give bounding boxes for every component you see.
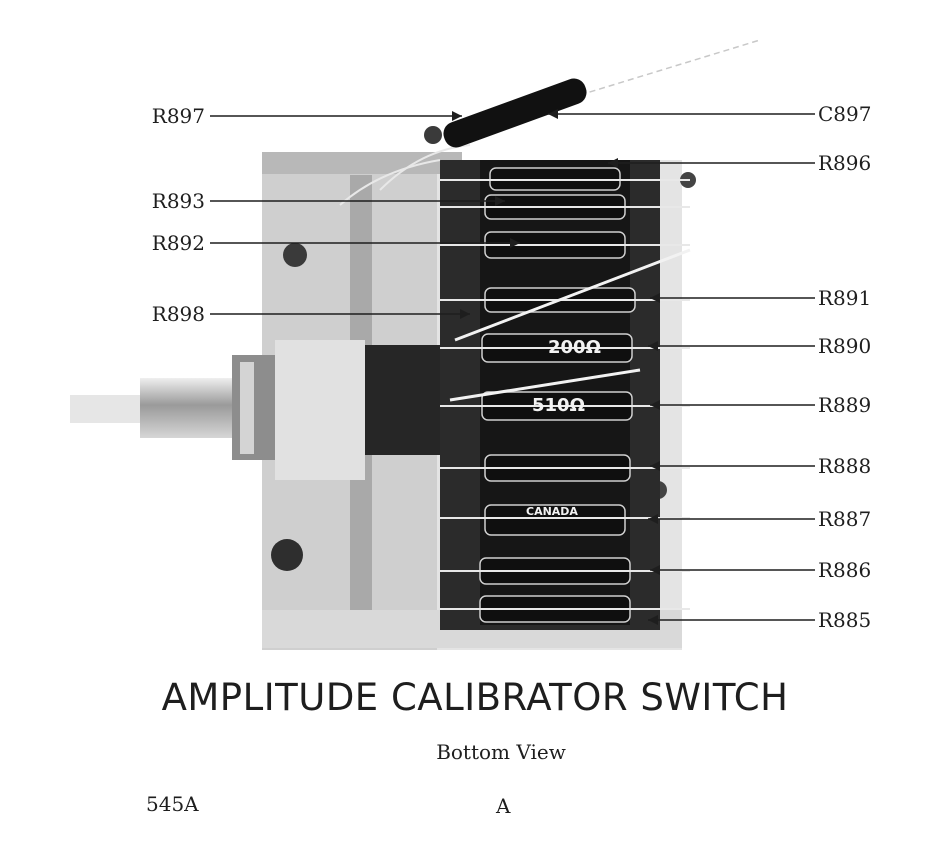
label-r889: R889 bbox=[818, 394, 871, 416]
label-r888: R888 bbox=[818, 455, 871, 477]
label-r893: R893 bbox=[135, 190, 205, 212]
label-r886: R886 bbox=[818, 559, 871, 581]
page-letter: A bbox=[496, 794, 510, 818]
capacitor-c897 bbox=[424, 40, 760, 151]
label-c897: C897 bbox=[818, 103, 871, 125]
label-r885: R885 bbox=[818, 609, 871, 631]
model-number: 545A bbox=[146, 792, 199, 816]
r890-value-marking: 200Ω bbox=[548, 337, 601, 358]
diagram-subtitle: Bottom View bbox=[0, 740, 950, 764]
label-r887: R887 bbox=[818, 508, 871, 530]
label-r890: R890 bbox=[818, 335, 871, 357]
label-r896: R896 bbox=[818, 152, 871, 174]
label-r898: R898 bbox=[135, 303, 205, 325]
label-r897: R897 bbox=[135, 105, 205, 127]
r887-canada-marking: CANADA bbox=[526, 505, 578, 518]
label-r891: R891 bbox=[818, 287, 871, 309]
diagram-title: AMPLITUDE CALIBRATOR SWITCH bbox=[0, 676, 950, 719]
label-r892: R892 bbox=[135, 232, 205, 254]
r889-value-marking: 510Ω bbox=[532, 395, 585, 416]
